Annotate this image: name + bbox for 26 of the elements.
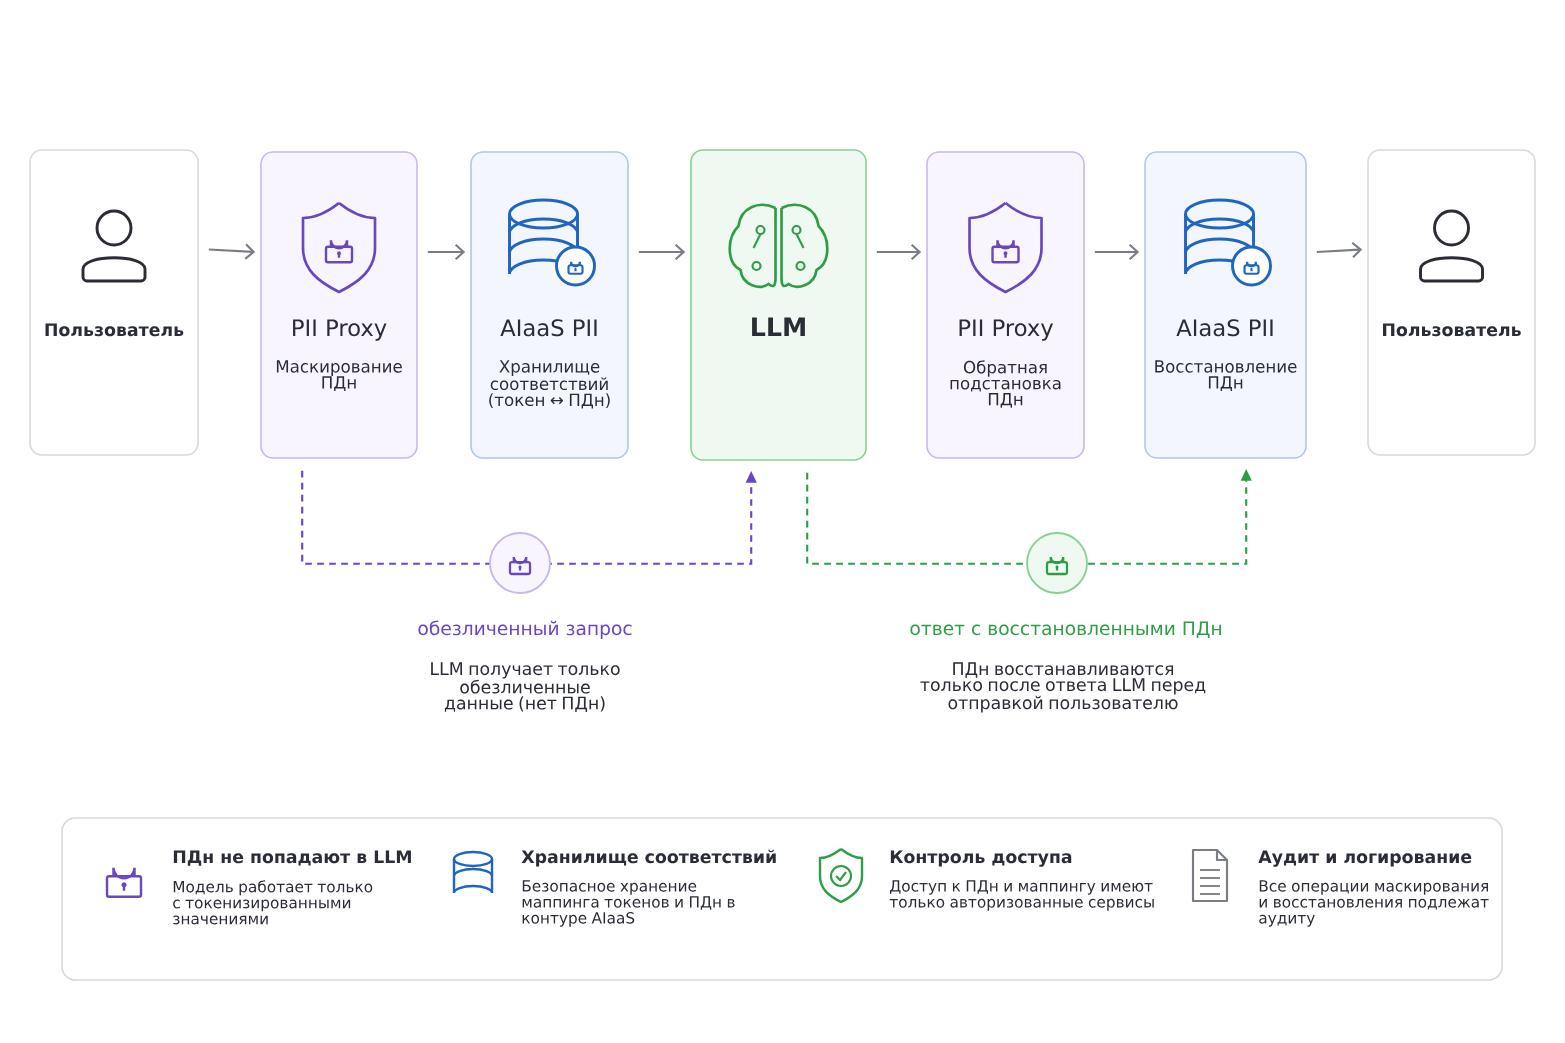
feature-heading: Контроль доступа	[890, 850, 1072, 867]
feature-text: Модель работает только с токенизированными значениями	[173, 880, 373, 925]
arrow	[427, 243, 466, 261]
process-box: PII Proxy Маскирование ПДн	[260, 151, 418, 459]
process-box: AIaaS PII Хранилище соответствий (токен ↔ ПДн)	[470, 151, 629, 459]
feature-text: Доступ к ПДн и маппингу имеют только авторизованные сервисы	[889, 880, 1154, 911]
feature-heading: ПДн не попадают в LLM	[173, 850, 411, 866]
arrow	[301, 470, 757, 565]
feature-heading: Аудит и логирование	[1258, 850, 1472, 867]
process-box: PII Proxy Обратная подстановка ПДн	[926, 151, 1085, 459]
feature-heading: Хранилище соответствий	[521, 849, 776, 867]
flow-caption: обезличенный запрос	[418, 620, 632, 639]
arrow	[876, 243, 922, 261]
process-box: Пользователь	[29, 149, 199, 456]
arrow	[638, 243, 686, 261]
feature-text: Безопасное хранение маппинга токенов и ПДн в контуре AIaaS	[522, 880, 735, 927]
flow-note: LLM получает только обезличенные данные (нет ПДн)	[431, 662, 620, 713]
arrow	[208, 243, 256, 260]
process-box: Пользователь	[1367, 149, 1536, 456]
arrow	[1094, 243, 1140, 261]
process-box: AIaaS PII Восстановление ПДн	[1144, 151, 1307, 459]
flow-caption: ответ с восстановленными ПДн	[910, 621, 1221, 638]
flow-note: ПДн восстанавливаются только после ответа LLM перед отправкой пользователю	[920, 662, 1206, 713]
feature-text: Все операции маскирования и восстановления подлежат аудиту	[1259, 880, 1489, 927]
process-box: LLM	[690, 149, 867, 461]
arrow	[1316, 241, 1363, 259]
